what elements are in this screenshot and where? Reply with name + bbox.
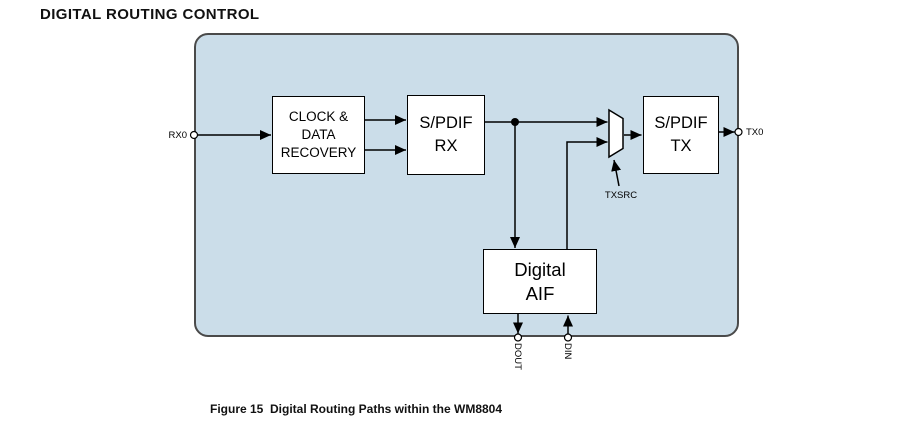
page-title: DIGITAL ROUTING CONTROL bbox=[40, 6, 260, 23]
block-spdif-tx: S/PDIF TX bbox=[643, 96, 719, 174]
figure-caption: Figure 15 Digital Routing Paths within t… bbox=[210, 402, 503, 416]
block-digital-aif-label: Digital AIF bbox=[514, 258, 566, 304]
block-spdif-rx: S/PDIF RX bbox=[407, 95, 485, 175]
block-clock-data-recovery-label: CLOCK & DATA RECOVERY bbox=[280, 109, 357, 160]
pin-label-tx0: TX0 bbox=[746, 127, 764, 138]
pin-label-rx0: RX0 bbox=[168, 130, 187, 141]
block-spdif-rx-label: S/PDIF RX bbox=[419, 114, 473, 155]
pin-label-din: DIN bbox=[562, 343, 573, 360]
block-digital-aif: Digital AIF bbox=[483, 249, 597, 314]
routing-diagram-panel bbox=[194, 33, 739, 337]
pin-label-dout: DOUT bbox=[512, 343, 523, 370]
block-clock-data-recovery: CLOCK & DATA RECOVERY bbox=[272, 96, 365, 174]
pin-label-txsrc: TXSRC bbox=[604, 190, 638, 201]
block-spdif-tx-label: S/PDIF TX bbox=[654, 114, 708, 155]
